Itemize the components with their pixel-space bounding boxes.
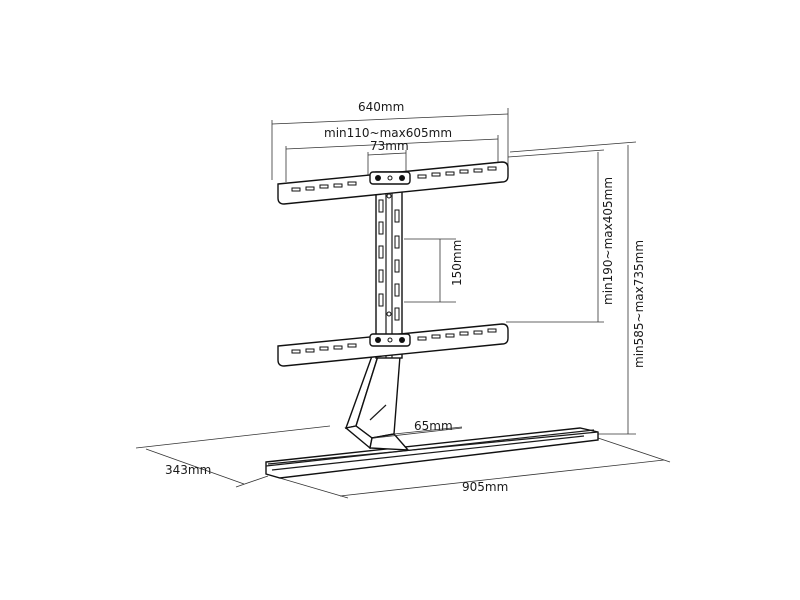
dim-vesa-height-line [506, 149, 605, 323]
upper-vesa-bracket [277, 161, 509, 205]
dim-total-height-label: min585~max735mm [632, 240, 646, 368]
dim-73-line [367, 150, 407, 175]
dim-vesa-height-label: min190~max405mm [601, 177, 615, 305]
dim-343-label: 343mm [165, 463, 211, 477]
lower-vesa-bracket [277, 323, 509, 367]
dim-640-line [271, 108, 509, 180]
dim-vesa-width-label: min110~max605mm [324, 126, 452, 140]
dim-150-line [404, 238, 456, 303]
dim-150-label: 150mm [450, 240, 464, 286]
dim-65-line [373, 426, 463, 439]
stand-neck [344, 355, 410, 451]
dim-73-label: 73mm [370, 139, 409, 153]
dim-343-line [135, 425, 331, 488]
dim-total-height-line [509, 141, 637, 435]
stand-column [375, 171, 403, 359]
dim-905-label: 905mm [462, 480, 508, 494]
stand-base [265, 427, 599, 479]
dim-65-label: 65mm [414, 419, 453, 433]
dim-640-label: 640mm [358, 100, 404, 114]
